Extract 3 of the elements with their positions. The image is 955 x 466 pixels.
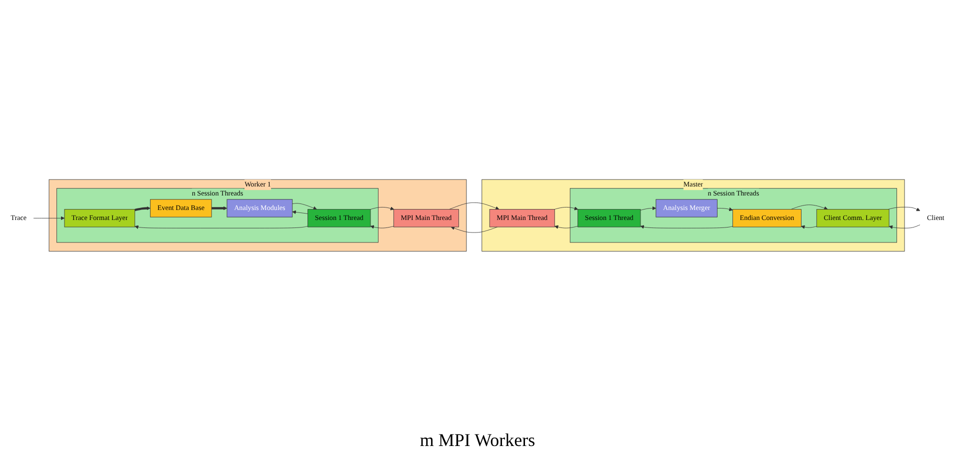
arrow bbox=[134, 206, 150, 211]
arrow bbox=[212, 206, 228, 210]
caption-text: m MPI Workers bbox=[418, 430, 536, 450]
